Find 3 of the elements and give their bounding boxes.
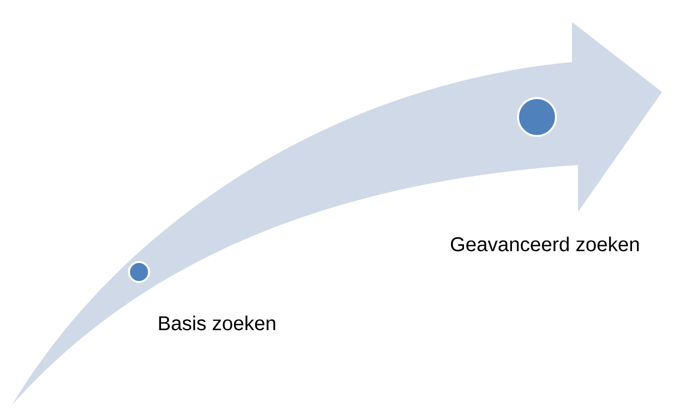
dot-marker [517,97,557,137]
stage-label: Geavanceerd zoeken [450,236,639,252]
stage-label: Basis zoeken [159,316,276,330]
